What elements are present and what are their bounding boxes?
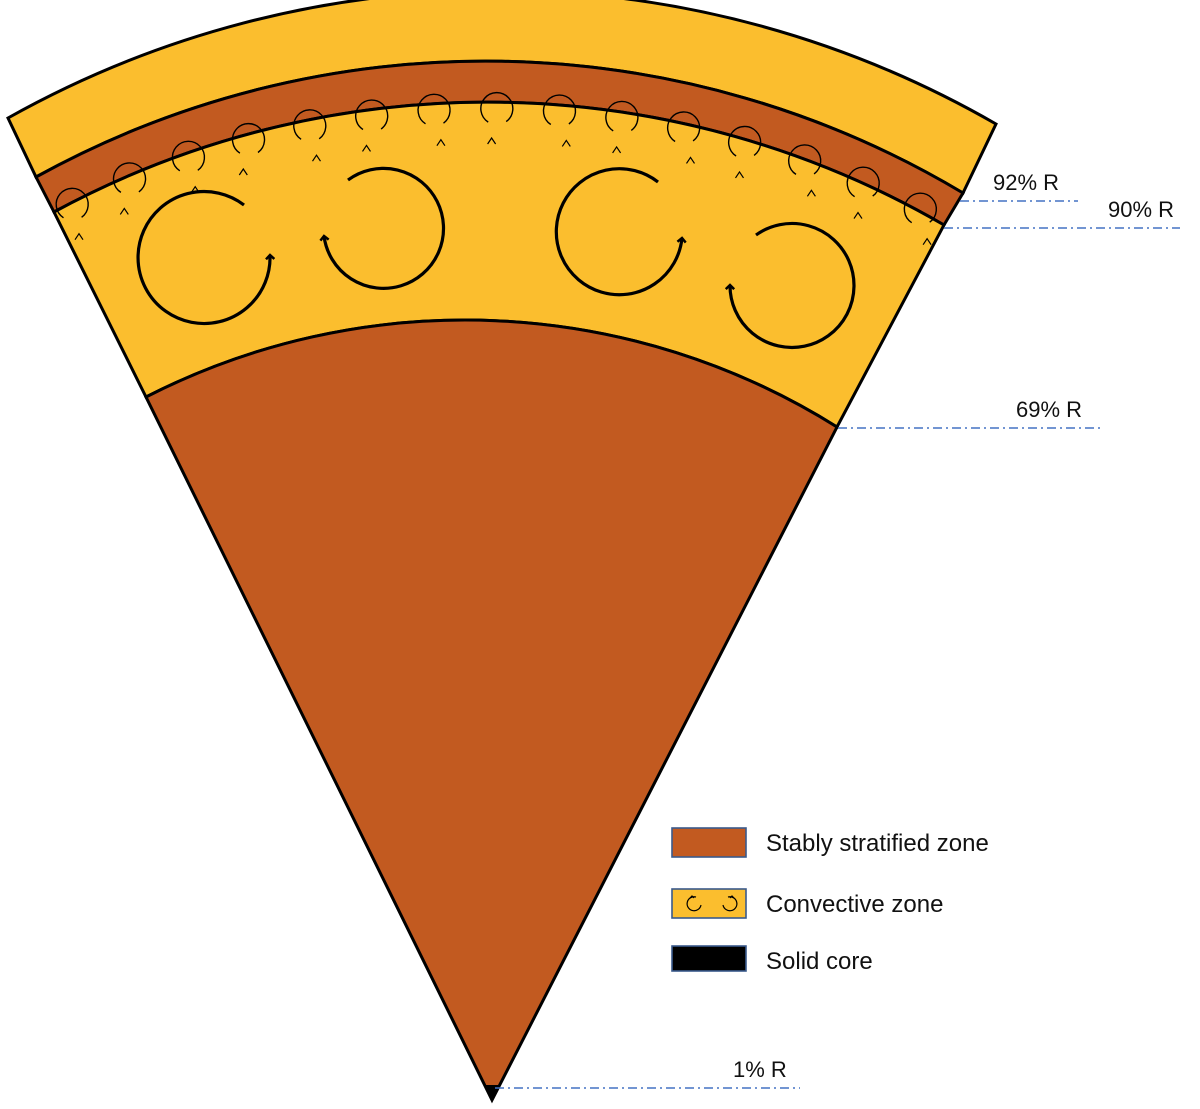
stably-stratified-interior [144, 318, 839, 1104]
small-arrowhead-icon [238, 167, 248, 176]
small-arrowhead-icon [312, 154, 321, 162]
legend-label-core: Solid core [766, 948, 873, 975]
small-arrowhead-icon [806, 189, 816, 197]
small-convection-cell-icon [55, 187, 89, 219]
convection-cell-icon [730, 221, 856, 350]
small-arrowhead-icon [735, 170, 744, 179]
small-arrowhead-icon [487, 136, 497, 145]
label-92-r: 92% R [993, 170, 1059, 195]
inner-convection-cells [136, 166, 856, 350]
small-convection-cell-icon [231, 122, 266, 154]
small-arrowhead-icon [362, 144, 371, 152]
small-convection-cell-icon [354, 99, 389, 131]
small-convection-cell-icon [846, 166, 880, 198]
small-convection-cell-icon [903, 192, 937, 224]
small-arrowhead-icon [853, 211, 863, 219]
label-69-r: 69% R [1016, 397, 1082, 422]
convection-cell-icon [324, 166, 446, 290]
small-arrowhead-icon [686, 156, 695, 164]
small-arrowhead-icon [922, 237, 932, 246]
small-convection-cell-icon [787, 144, 822, 175]
small-convection-cell-icon [293, 109, 327, 140]
small-convection-cell-icon [480, 91, 514, 123]
convection-cell-icon [136, 189, 270, 326]
label-1-r: 1% R [733, 1057, 787, 1082]
legend-label-convective: Convective zone [766, 891, 943, 918]
label-90-r: 90% R [1108, 197, 1174, 222]
convective-swatch [671, 888, 747, 919]
small-arrowhead-icon [74, 232, 84, 241]
small-convection-cell-icon [542, 94, 577, 126]
small-convection-cell-icon [171, 140, 206, 172]
outer-convection-cells [55, 91, 937, 246]
small-convection-cell-icon [605, 100, 639, 132]
convection-swatch-icon [686, 895, 738, 912]
small-convection-cell-icon [417, 93, 451, 125]
core-swatch [671, 945, 747, 972]
stable-swatch [671, 827, 747, 858]
legend-label-stable: Stably stratified zone [766, 830, 989, 857]
small-arrowhead-icon [436, 138, 446, 147]
radius-guides [495, 200, 1180, 1089]
small-convection-cell-icon [112, 162, 147, 193]
small-arrowhead-icon [612, 145, 622, 154]
legend: Stably stratified zone Convective zone S… [671, 827, 989, 975]
small-arrowhead-icon [119, 207, 129, 215]
small-arrowhead-icon [561, 139, 571, 147]
convection-cell-icon [554, 167, 682, 297]
small-convection-cell-icon [666, 111, 701, 143]
small-convection-cell-icon [727, 125, 762, 157]
